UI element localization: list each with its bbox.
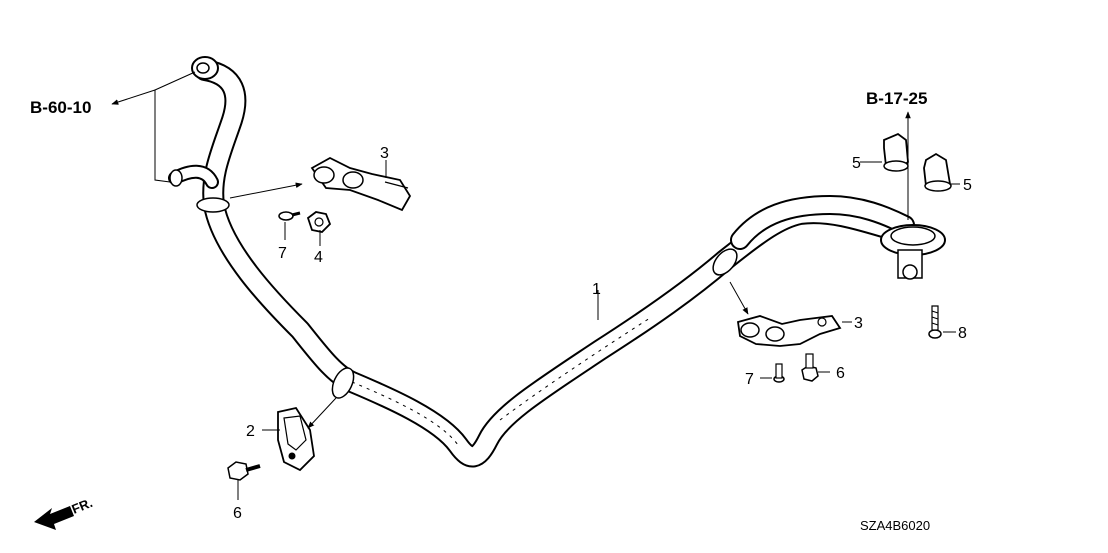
clamp-part-2 <box>277 406 315 472</box>
tube-band-left <box>196 197 230 213</box>
clip-part-3-left <box>310 156 412 212</box>
main-tube-fill <box>196 61 909 466</box>
callout-5-left: 5 <box>852 155 861 172</box>
callout-2: 2 <box>246 423 255 440</box>
diagram-code: SZA4B6020 <box>860 518 930 533</box>
callout-4: 4 <box>314 249 323 266</box>
tube-band-middle <box>331 367 355 399</box>
front-arrow-icon <box>34 506 74 530</box>
screw-part-8 <box>928 305 942 339</box>
callout-6-left: 6 <box>233 505 242 522</box>
nut-part-4 <box>306 211 332 233</box>
callout-6-right: 6 <box>836 365 845 382</box>
cap-part-5-b <box>923 152 952 192</box>
callout-1: 1 <box>592 281 601 298</box>
front-label: FR. <box>70 495 95 517</box>
valve-bracket <box>880 224 946 280</box>
hose-end-inlet <box>169 169 183 187</box>
bolt-part-7-right <box>773 363 785 383</box>
tube-assembly <box>168 56 915 468</box>
reference-label-right: B-17-25 <box>866 89 927 108</box>
callout-3-right: 3 <box>854 315 863 332</box>
cap-part-5-a <box>883 132 909 172</box>
main-tube-centerline <box>351 317 651 446</box>
main-tube-outline <box>194 59 911 468</box>
callout-7-left: 7 <box>278 245 287 262</box>
callout-8: 8 <box>958 325 967 342</box>
reference-label-left: B-60-10 <box>30 98 91 117</box>
leader-lines <box>111 71 960 500</box>
tube-band-right <box>712 248 738 276</box>
clip-part-3-right <box>736 315 842 347</box>
bolt-part-6-left <box>227 461 261 481</box>
bolt-part-6-right <box>801 353 819 382</box>
bolt-part-7-left <box>278 211 301 221</box>
callout-5-right: 5 <box>963 177 972 194</box>
callout-3-left: 3 <box>380 145 389 162</box>
upper-tube-fill <box>732 196 913 248</box>
callout-7-right: 7 <box>745 371 754 388</box>
front-direction-marker: FR. <box>34 495 95 530</box>
hose-end-top-inner <box>196 62 210 74</box>
